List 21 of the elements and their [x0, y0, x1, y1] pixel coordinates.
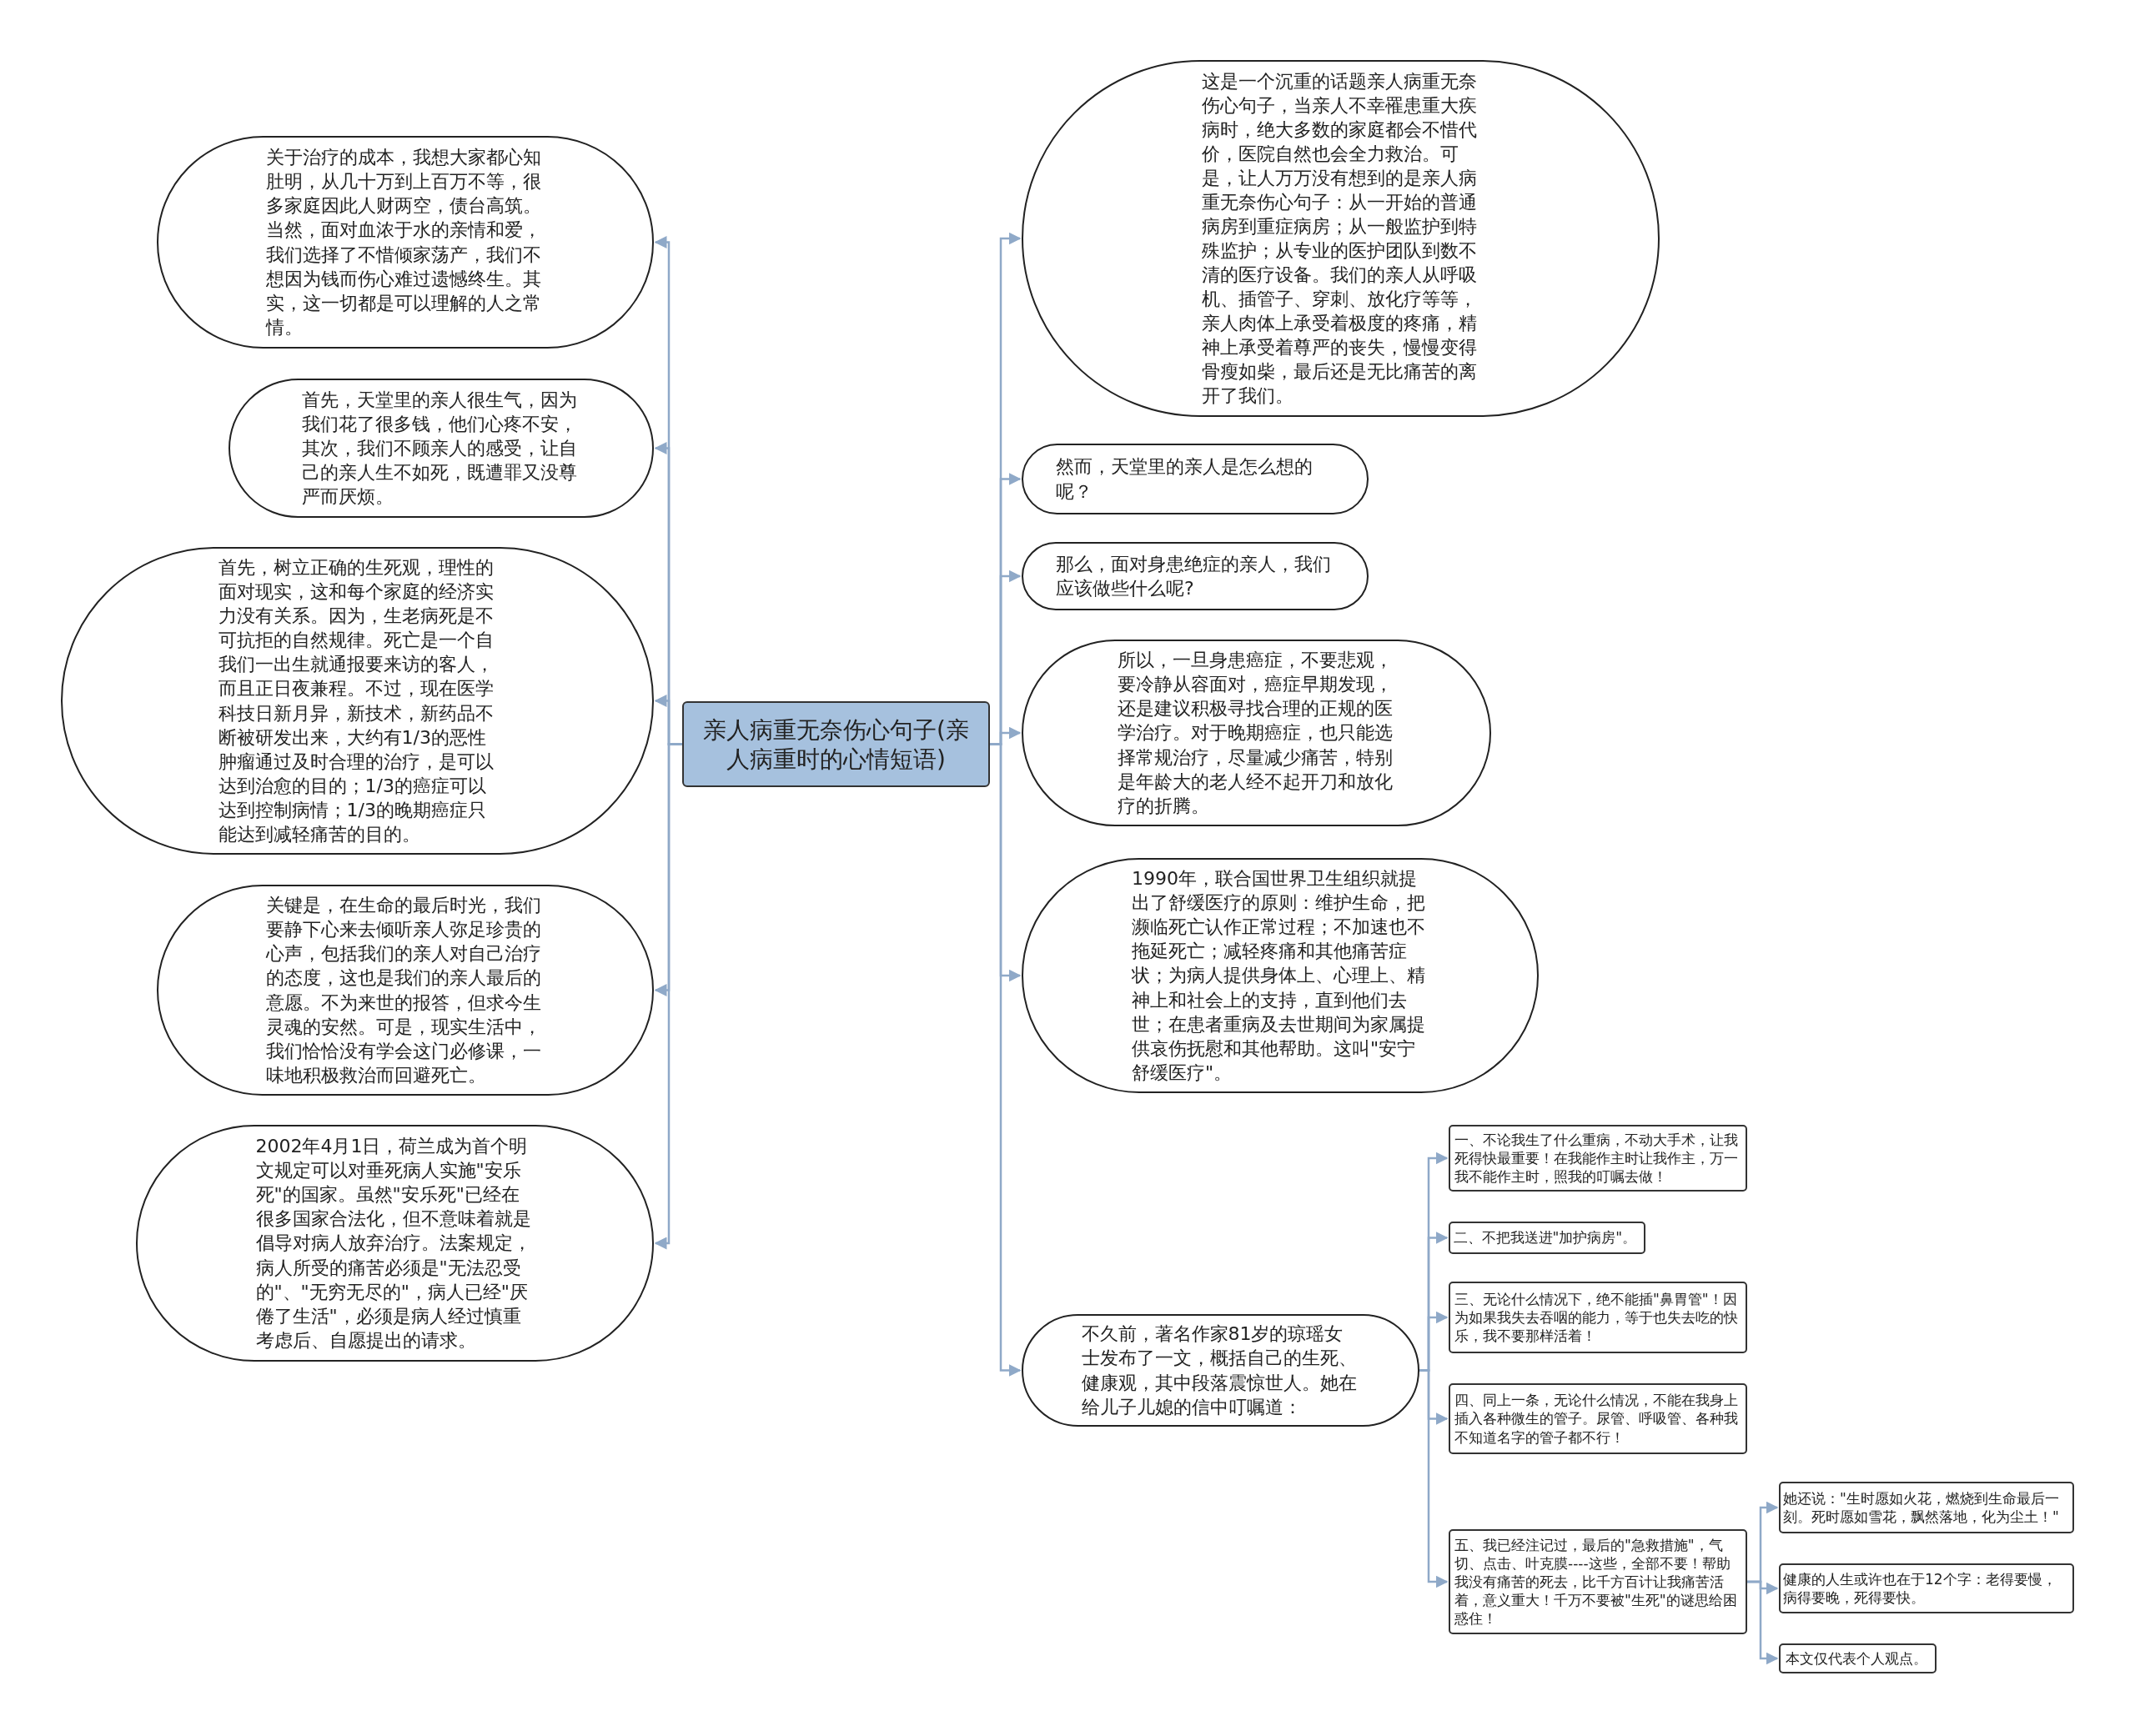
text-bubble: 所以，一旦身患癌症，不要悲观，要冷静从容面对，癌症早期发现，还是建议积极寻找合理的正规的医学治疗。对于晚期癌症，也只能选择常规治疗，尽量减少痛苦，特别是年龄大的老人经不起开刀和放化疗的折腾。	[1022, 640, 1491, 826]
text-box: 三、无论什么情况下，绝不能插"鼻胃管"！因为如果我失去吞咽的能力，等于也失去吃的快乐，我不要那样活着！	[1449, 1282, 1747, 1353]
connector	[1747, 1580, 1779, 1665]
text-box: 五、我已经注记过，最后的"急救措施"，气切、点击、叶克膜----这些，全部不要！帮助我没有痛苦的死去，比千方百计让我痛苦活着，意义重大！千万不要被"生死"的谜思给困惑住！	[1449, 1529, 1747, 1634]
text-bubble: 1990年，联合国世界卫生组织就提出了舒缓医疗的原则：维护生命，把濒临死亡认作正常过程；不加速也不拖延死亡；减轻疼痛和其他痛苦症状；为病人提供身体上、心理上、精神上和社会上的支持，直到他们去世；在患者重病及去世期间为家属提供哀伤抚慰和其他帮助。这叫"安宁舒缓医疗"。	[1022, 858, 1539, 1093]
text-bubble: 2002年4月1日，荷兰成为首个明文规定可以对垂死病人实施"安乐死"的国家。虽然"安乐死"已经在很多国家合法化，但不意味着就是倡导对病人放弃治疗。法案规定，病人所受的痛苦必须是"无法忍受的"、"无穷无尽的"，病人已经"厌倦了生活"，必须是病人经过慎重考虑后、自愿提出的请求。	[136, 1125, 654, 1362]
text-box: 本文仅代表个人观点。	[1779, 1643, 1937, 1673]
text-box: 健康的人生或许也在于12个字：老得要慢，病得要晚，死得要快。	[1779, 1563, 2074, 1613]
text-bubble: 这是一个沉重的话题亲人病重无奈伤心句子，当亲人不幸罹患重大疾病时，绝大多数的家庭都会不惜代价，医院自然也会全力救治。可是，让人万万没有想到的是亲人病重无奈伤心句子：从一开始的普通病房到重症病房；从一般监护到特殊监护；从专业的医护团队到数不清的医疗设备。我们的亲人从呼吸机、插管子、穿刺、放化疗等等，亲人肉体上承受着极度的疼痛，精神上承受着尊严的丧失，慢慢变得骨瘦如柴，最后还是无比痛苦的离开了我们。	[1022, 60, 1660, 417]
text-bubble: 然而，天堂里的亲人是怎么想的呢？	[1022, 444, 1369, 514]
text-bubble: 那么，面对身患绝症的亲人，我们应该做些什么呢?	[1022, 542, 1369, 610]
text-box: 二、不把我送进"加护病房"。	[1449, 1222, 1645, 1254]
text-bubble: 关于治疗的成本，我想大家都心知肚明，从几十万到上百万不等，很多家庭因此人财两空，债台高筑。当然，面对血浓于水的亲情和爱，我们选择了不惜倾家荡产，我们不想因为钱而伤心难过遗憾终生。其实，这一切都是可以理解的人之常情。	[157, 136, 654, 349]
text-bubble: 首先，树立正确的生死观，理性的面对现实，这和每个家庭的经济实力没有关系。因为，生老病死是不可抗拒的自然规律。死亡是一个自我们一出生就通报要来访的客人，而且正日夜兼程。不过，现在医学科技日新月异，新技术，新药品不断被研发出来，大约有1/3的恶性肿瘤通过及时合理的治疗，是可以达到治愈的目的；1/3的癌症可以达到控制病情；1/3的晚期癌症只能达到减轻痛苦的目的。	[61, 547, 654, 855]
text-box: 一、不论我生了什么重病，不动大手术，让我死得快最重要！在我能作主时让我作主，万一我不能作主时，照我的叮嘱去做！	[1449, 1125, 1747, 1192]
topic-box: 亲人病重无奈伤心句子(亲人病重时的心情短语)	[682, 701, 990, 787]
text-bubble: 不久前，著名作家81岁的琼瑶女士发布了一文，概括自己的生死、健康观，其中段落震惊世人。她在给儿子儿媳的信中叮嘱道：	[1022, 1314, 1419, 1427]
text-box: 四、同上一条，无论什么情况，不能在我身上插入各种微生的管子。尿管、呼吸管、各种我不知道名字的管子都不行！	[1449, 1383, 1747, 1454]
text-bubble: 关键是，在生命的最后时光，我们要静下心来去倾听亲人弥足珍贵的心声，包括我们的亲人对自己治疗的态度，这也是我们的亲人最后的意愿。不为来世的报答，但求今生灵魂的安然。可是，现实生活中，我们恰恰没有学会这门必修课，一味地积极救治而回避死亡。	[157, 885, 654, 1096]
text-bubble: 首先，天堂里的亲人很生气，因为我们花了很多钱，他们心疼不安，其次，我们不顾亲人的感受，让自己的亲人生不如死，既遭罪又没尊严而厌烦。	[229, 379, 654, 518]
text-box: 她还说："生时愿如火花，燃烧到生命最后一刻。死时愿如雪花，飘然落地，化为尘土！"	[1779, 1482, 2074, 1533]
